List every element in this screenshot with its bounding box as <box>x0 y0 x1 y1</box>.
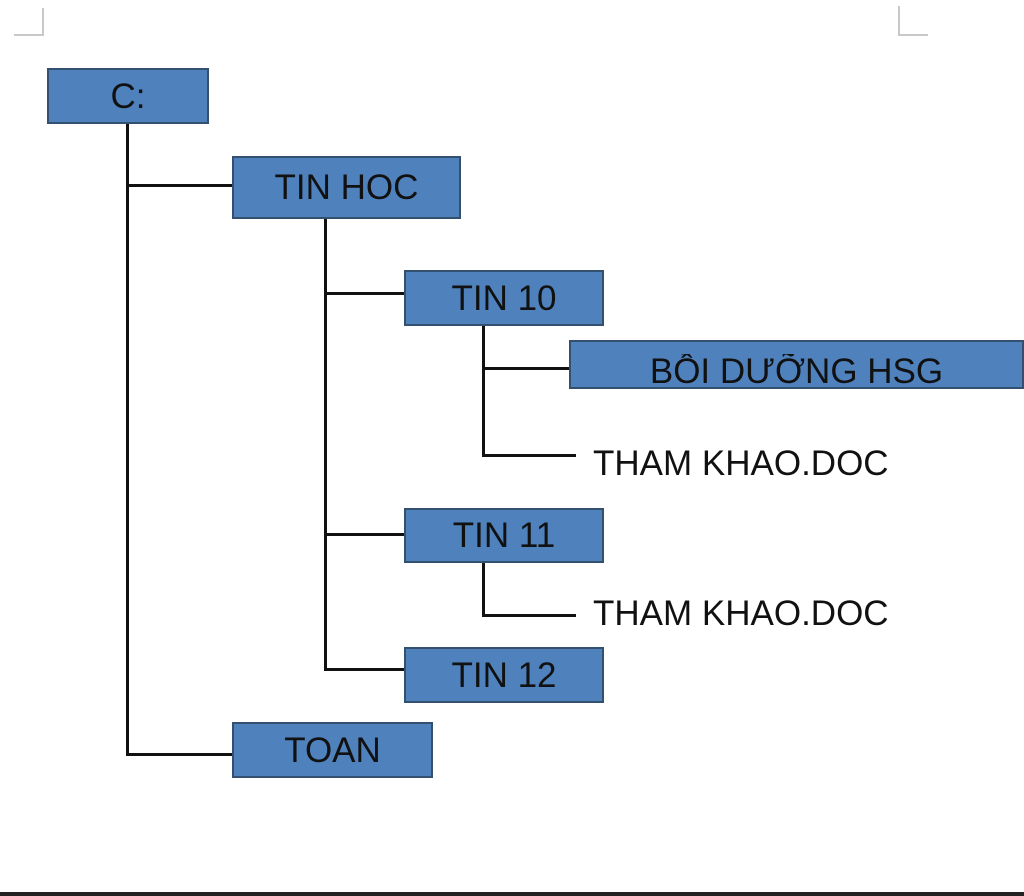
folder-node-tin-11[interactable]: TIN 11 <box>404 508 604 563</box>
folder-node-boi-duong-hsg[interactable]: BỒI DƯỠNG HSG <box>569 340 1024 389</box>
connector-to-tin-11 <box>324 533 406 536</box>
folder-label-tin-10: TIN 10 <box>451 278 557 318</box>
folder-label-tin-12: TIN 12 <box>451 655 557 695</box>
folder-label-toan: TOAN <box>284 730 381 770</box>
connector-to-boi-duong <box>482 367 572 370</box>
connector-to-toan <box>126 753 234 756</box>
folder-label-boi-duong-hsg: BỒI DƯỠNG HSG <box>649 354 944 384</box>
connector-to-file-11 <box>482 614 576 617</box>
connector-tin-hoc-trunk <box>324 217 327 670</box>
connector-to-file-10 <box>482 454 576 457</box>
connector-to-tin-12 <box>324 668 406 671</box>
connector-tin-11-trunk <box>482 560 485 617</box>
connector-tin-10-trunk <box>482 324 485 457</box>
page-corner-mark-right <box>898 6 928 36</box>
folder-node-root[interactable]: C: <box>47 68 209 124</box>
file-tham-khao-tin-10[interactable]: THAM KHAO.DOC <box>593 444 889 483</box>
folder-node-tin-hoc[interactable]: TIN HOC <box>232 156 461 219</box>
folder-label-tin-hoc: TIN HOC <box>274 168 419 207</box>
page-corner-mark-left <box>14 8 44 36</box>
folder-label-tin-11: TIN 11 <box>452 516 556 555</box>
connector-to-tin-hoc <box>126 184 234 187</box>
folder-node-toan[interactable]: TOAN <box>232 722 433 778</box>
folder-node-tin-12[interactable]: TIN 12 <box>404 647 604 703</box>
connector-to-tin-10 <box>324 292 406 295</box>
folder-label-root: C: <box>110 76 146 116</box>
bottom-rule <box>0 892 1024 896</box>
file-tham-khao-tin-11[interactable]: THAM KHAO.DOC <box>593 594 889 633</box>
connector-root-trunk <box>126 122 129 755</box>
folder-node-tin-10[interactable]: TIN 10 <box>404 270 604 326</box>
